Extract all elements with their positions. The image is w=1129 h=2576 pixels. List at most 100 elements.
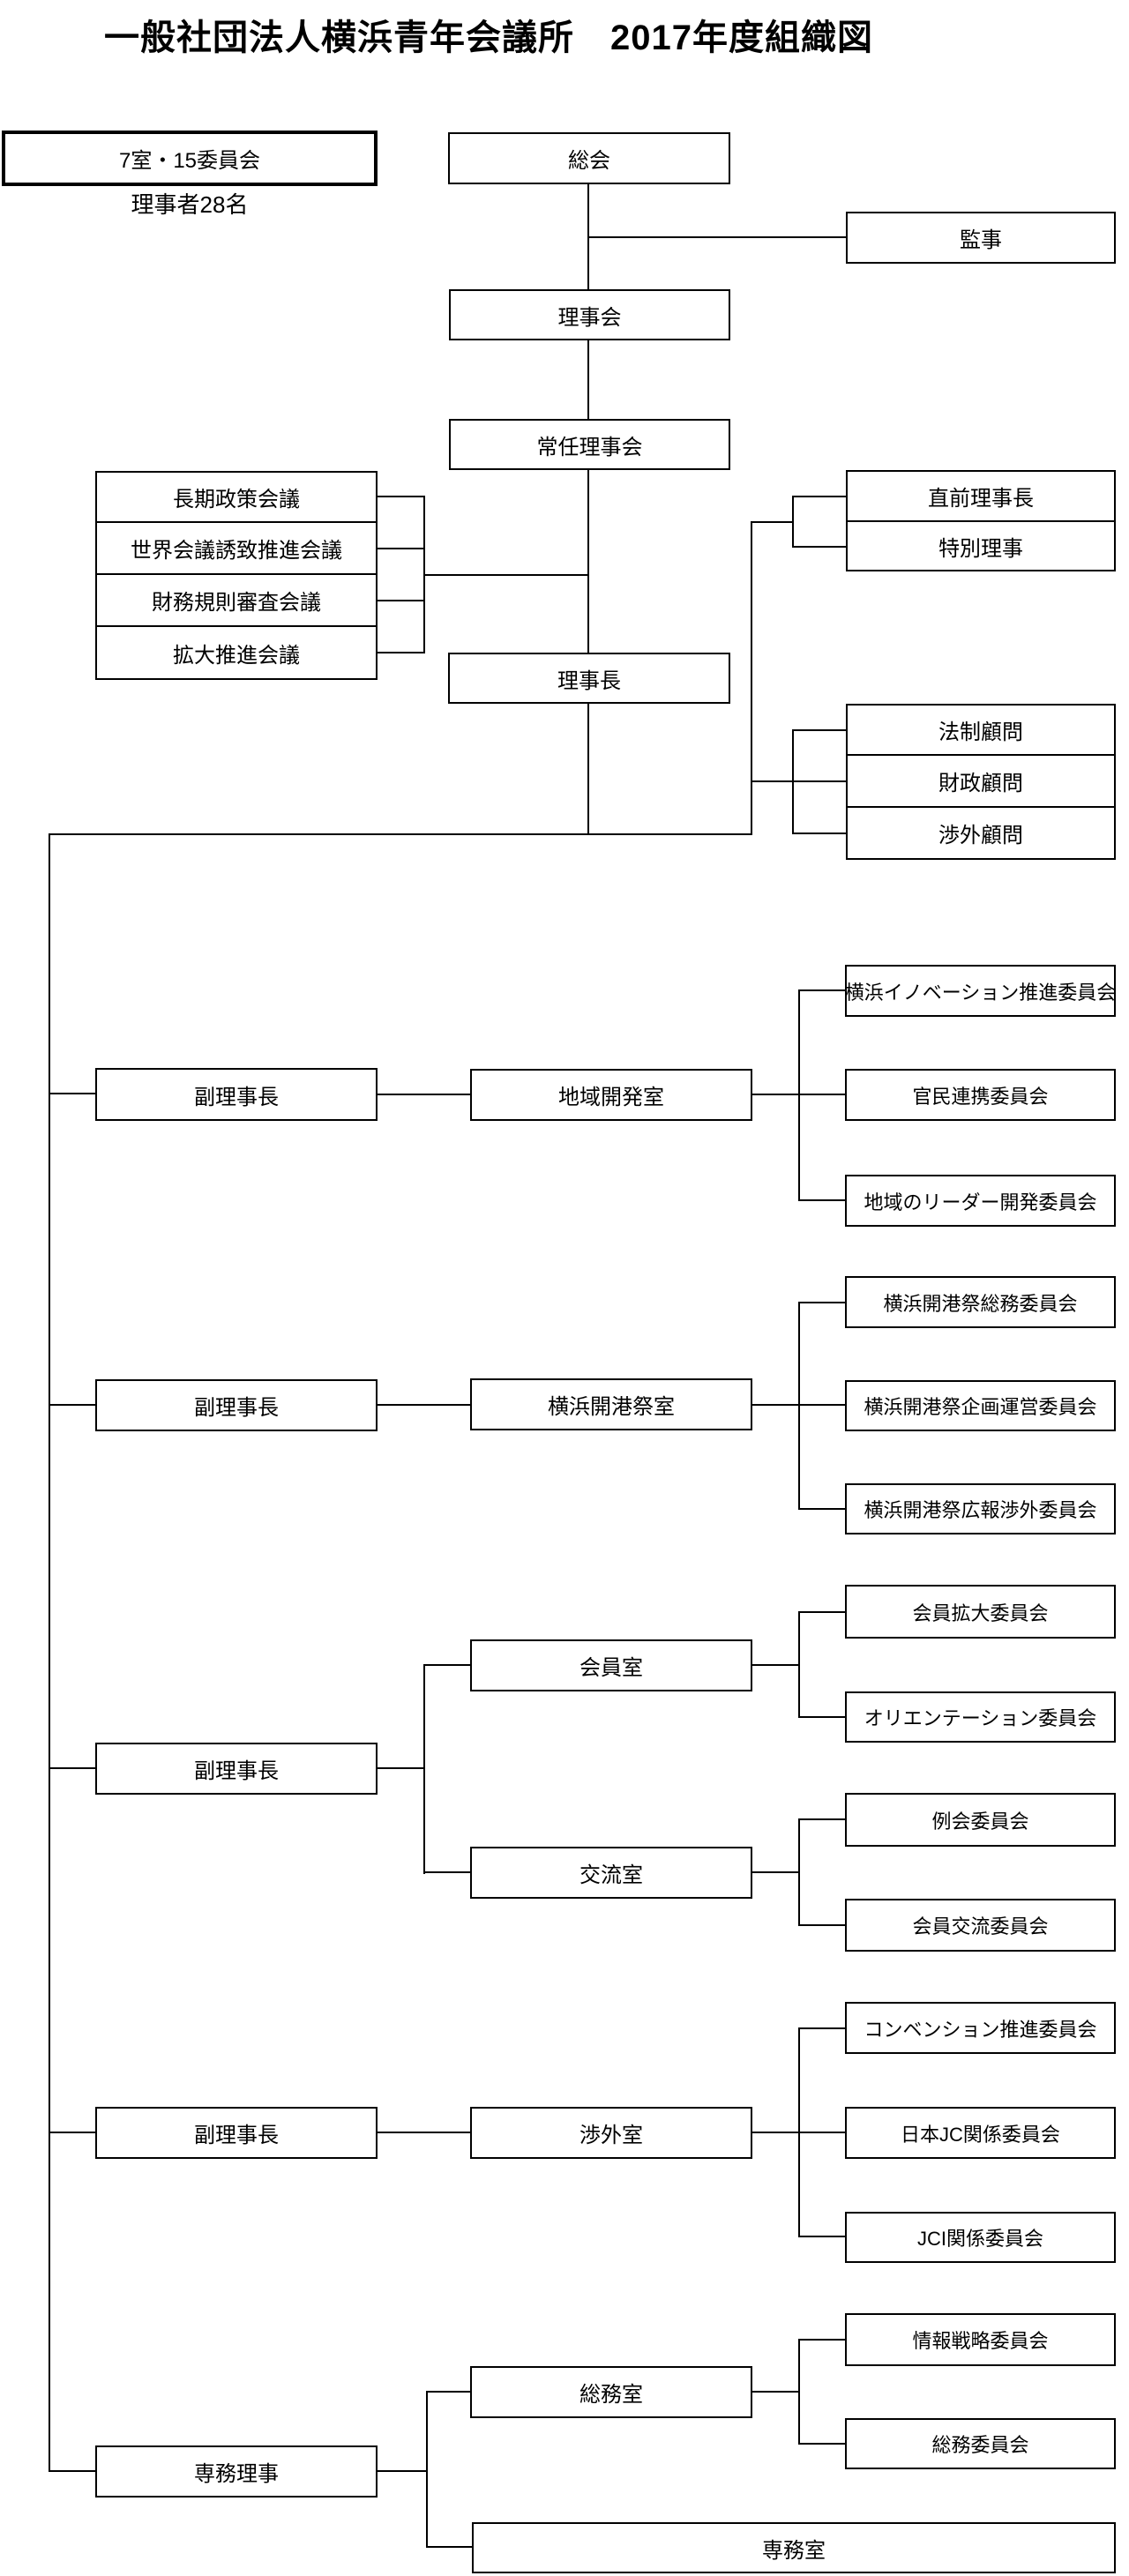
connector-line [49,833,50,2472]
node-port-festival-general-affairs-committee: 横浜開港祭総務委員会 [845,1276,1116,1328]
legend-box: 7室・15委員会 [2,131,378,186]
node-exchange-office: 交流室 [470,1847,752,1899]
connector-line [587,236,846,238]
node-legal-advisor: 法制顧問 [846,704,1116,756]
connector-line [378,1767,425,1769]
node-japan-jc-relations-committee: 日本JC関係委員会 [845,2107,1116,2159]
node-public-private-partnership-committee: 官民連携委員会 [845,1069,1116,1121]
connector-line [587,704,589,834]
node-member-expansion-committee: 会員拡大委員会 [845,1585,1116,1639]
connector-line [423,1664,470,1666]
node-immediate-past-chairman: 直前理事長 [846,470,1116,522]
node-convention-promotion-committee: コンベンション推進委員会 [845,2002,1116,2054]
connector-line [752,1871,799,1873]
node-regional-leader-development-committee: 地域のリーダー開発委員会 [845,1175,1116,1227]
connector-line [792,729,794,834]
connector-line [378,2470,428,2472]
connector-line [49,833,752,835]
connector-line [798,989,845,991]
connector-line [49,1404,95,1406]
connector-line [792,546,846,548]
node-long-term-policy-council: 長期政策会議 [95,471,378,523]
connector-line [798,2027,845,2029]
node-financial-rules-review-council: 財務規則審査会議 [95,573,378,627]
node-financial-advisor: 財政顧問 [846,754,1116,808]
connector-line [423,1664,425,1874]
connector-line [378,2132,470,2133]
connector-line [792,833,846,834]
connector-line [378,1094,470,1095]
connector-line [798,2236,845,2237]
node-external-affairs-advisor: 渉外顧問 [846,806,1116,860]
node-board-of-directors: 理事会 [449,289,730,340]
connector-line [798,2443,845,2445]
node-auditor: 監事 [846,212,1116,264]
node-world-conference-invitation-council: 世界会議誘致推進会議 [95,521,378,575]
connector-line [49,1093,95,1094]
node-member-exchange-committee: 会員交流委員会 [845,1899,1116,1952]
connector-line [798,1611,800,1718]
connector-line [792,496,846,497]
node-membership-office: 会員室 [470,1639,752,1691]
connector-line [798,2027,800,2237]
connector-line [378,652,425,653]
connector-line [798,1302,800,1510]
connector-line [798,1924,845,1926]
connector-line [378,600,425,601]
connector-line [798,1716,845,1718]
node-special-director: 特別理事 [846,520,1116,571]
node-standing-directors-board: 常任理事会 [449,419,730,470]
node-orientation-committee: オリエンテーション委員会 [845,1691,1116,1743]
node-regional-development-office: 地域開発室 [470,1069,752,1121]
node-external-affairs-office: 渉外室 [470,2107,752,2159]
connector-line [426,2546,472,2548]
connector-line [426,2391,470,2393]
connector-line [49,1767,95,1769]
node-executive-director: 専務理事 [95,2445,378,2498]
connector-line [378,1404,470,1406]
connector-line [798,1818,800,1926]
connector-line [378,548,425,549]
connector-line [751,780,846,782]
connector-line [49,2132,95,2133]
connector-line [798,2339,800,2445]
node-vice-chairman-2: 副理事長 [95,1379,378,1431]
connector-line [798,1302,845,1303]
node-port-festival-pr-committee: 横浜開港祭広報渉外委員会 [845,1483,1116,1534]
node-yokohama-port-festival-office: 横浜開港祭室 [470,1378,752,1430]
page-title: 一般社団法人横浜青年会議所 2017年度組織図 [104,19,873,57]
node-vice-chairman-3: 副理事長 [95,1743,378,1795]
node-port-festival-planning-committee: 横浜開港祭企画運営委員会 [845,1380,1116,1431]
node-general-affairs-committee: 総務委員会 [845,2418,1116,2469]
connector-line [378,496,425,497]
node-yokohama-innovation-committee: 横浜イノベーション推進委員会 [845,965,1116,1017]
connector-line [798,989,800,1201]
connector-line [751,521,752,835]
node-jci-relations-committee: JCI関係委員会 [845,2212,1116,2263]
connector-line [426,2391,428,2548]
node-vice-chairman-1: 副理事長 [95,1068,378,1121]
connector-line [587,340,589,419]
connector-line [423,1871,470,1873]
connector-line [49,2470,95,2472]
node-vice-chairman-4: 副理事長 [95,2107,378,2159]
connector-line [792,729,846,731]
node-chairman: 理事長 [448,653,730,704]
node-general-meeting: 総会 [448,132,730,184]
connector-line [752,1664,799,1666]
connector-line [751,521,794,523]
connector-line [798,2339,845,2341]
connector-line [798,1818,845,1820]
connector-line [798,1611,845,1613]
node-regular-meeting-committee: 例会委員会 [845,1793,1116,1847]
connector-line [798,1199,845,1201]
node-expansion-promotion-council: 拡大推進会議 [95,625,378,680]
node-information-strategy-committee: 情報戦略委員会 [845,2313,1116,2366]
node-executive-office: 専務室 [472,2522,1116,2573]
connector-line [798,1508,845,1510]
connector-line [423,574,589,576]
connector-line [752,2391,799,2393]
legend-note: 理事者28名 [131,191,249,218]
node-general-affairs-office: 総務室 [470,2366,752,2418]
